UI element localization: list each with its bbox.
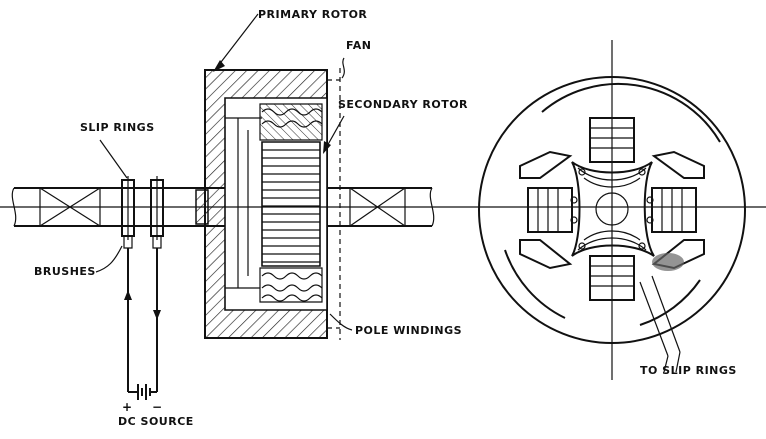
brushes-label: BRUSHES — [34, 265, 96, 278]
fan — [327, 68, 340, 340]
minus-sign: − — [152, 400, 163, 414]
end-view-pole-right — [652, 188, 696, 232]
primary-rotor-label: PRIMARY ROTOR — [258, 8, 368, 21]
fan-label: FAN — [346, 39, 372, 52]
end-view — [479, 77, 745, 356]
pole-windings-top — [260, 104, 322, 140]
end-view-pole-left — [528, 188, 572, 232]
pole-windings-label: POLE WINDINGS — [355, 324, 463, 337]
dc-source-battery — [128, 384, 157, 400]
dc-source-label: DC SOURCE — [118, 415, 194, 428]
slip-rings-label: SLIP RINGS — [80, 121, 155, 134]
slip-rings — [122, 176, 163, 240]
secondary-rotor-label: SECONDARY ROTOR — [338, 98, 469, 111]
end-view-shading — [652, 253, 684, 271]
to-slip-rings-label: TO SLIP RINGS — [640, 364, 737, 377]
brushes-leads — [124, 236, 161, 392]
end-view-pole-top — [590, 118, 634, 162]
pole-windings-bottom — [260, 268, 322, 302]
centerline — [0, 40, 766, 380]
end-view-core — [571, 162, 654, 256]
leader-lines — [96, 14, 680, 372]
end-view-pole-bottom — [590, 256, 634, 300]
secondary-rotor — [260, 104, 322, 302]
laminations — [262, 150, 320, 262]
plus-sign: + — [122, 400, 133, 414]
